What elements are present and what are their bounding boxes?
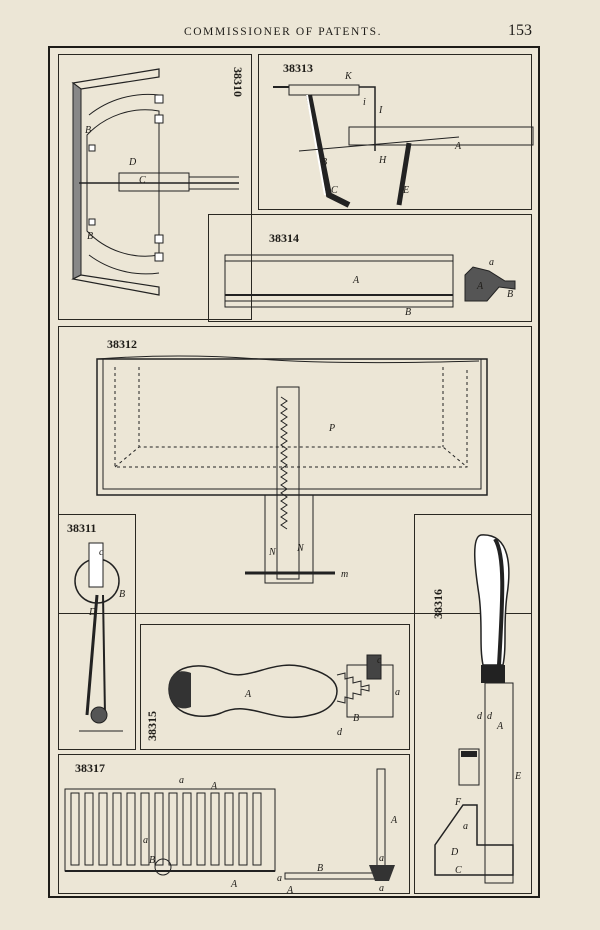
figure-38312-label-1: P [328,423,335,434]
figure-38316-label-7: D [450,847,459,858]
figure-38317-drawing: a A a B A A a a B a A [64,768,398,896]
figure-38317-label-4: B [149,855,155,866]
figure-38311-panel: 38311 c B D [58,514,136,750]
figure-38314-label-3: a [489,257,494,268]
figure-38315-label-1: A [244,689,252,700]
figure-38317-label-9: B [317,863,323,874]
figure-38311-drawing: c B D [74,542,125,732]
figure-38313-label-3: I [378,105,383,116]
figure-38317-label-3: a [143,835,148,846]
figure-38313-label-2: i [363,97,366,108]
figure-38317-label-6: A [390,815,398,826]
figure-38317-label-1: a [179,775,184,786]
figure-38313-label-4: A [454,141,462,152]
figure-38311-number: 38311 [67,521,97,535]
figure-38314-label-4: A [476,281,484,292]
figure-38312-panel: 38312 P N N m [58,326,532,614]
figure-38316-label-6: a [463,821,468,832]
figure-38312-label-4: m [341,569,348,580]
figure-38310-label-1: B [85,125,91,136]
figure-38311-label-1: c [99,547,104,558]
figure-38310-label-2: D [128,157,137,168]
figure-38315-label-2: c [377,655,382,666]
figure-38317-label-2: A [210,781,218,792]
figure-38313-number: 38313 [283,61,313,75]
figure-38315-label-4: d [337,727,343,738]
figure-38313-panel: 38313 K i I A B H C E [258,54,534,210]
figure-38316-label-3: A [496,721,504,732]
figure-38313-label-5: B [321,157,327,168]
figure-38310-drawing: B D C B [71,68,239,296]
figure-38313-label-1: K [344,71,353,82]
figure-38317-label-11: A [286,885,294,896]
page-number: 153 [508,22,532,39]
figure-38316-label-4: E [514,771,521,782]
figure-38315-drawing: A c a d B [168,654,400,738]
figure-38312-number: 38312 [107,337,137,351]
figure-38317-label-7: a [379,853,384,864]
figure-38316-drawing: d d A E F a D C [434,534,521,884]
figure-38313-label-8: E [402,185,409,196]
figure-38317-label-8: a [277,873,282,884]
figure-38310-label-4: B [87,231,93,242]
figure-38314-label-1: A [352,275,360,286]
figure-38317-label-10: a [379,883,384,894]
figure-38316-label-2: d [487,711,493,722]
figure-38317-label-5: A [230,879,238,890]
figure-38316-label-8: C [455,865,462,876]
running-head: COMMISSIONER OF PATENTS. [184,26,383,38]
page-header: COMMISSIONER OF PATENTS. 153 [0,22,600,46]
figure-38314-label-5: B [507,289,513,300]
figure-38312-label-3: N [296,543,305,554]
figure-38317-number: 38317 [75,761,105,775]
figure-38312-label-2: N [268,547,277,558]
figure-38314-number: 38314 [269,231,299,245]
figure-38313-label-6: H [378,155,387,166]
figure-38314-drawing: A B a A B [224,254,516,318]
patent-plate: 38310 B D C B 38313 [48,46,540,898]
figure-38315-panel: 38315 A c a d B [140,624,410,750]
figure-38316-panel: 38316 d d A E F a D C [414,514,532,894]
figure-38313-label-7: C [331,185,338,196]
figure-38317-panel: 38317 a A a B A A a a [58,754,410,896]
figure-38310-panel: 38310 B D C B [58,54,252,320]
figure-38314-panel: 38314 A B a A B [208,214,532,322]
figure-38313-drawing: K i I A B H C E [273,71,534,208]
figure-38316-label-1: d [477,711,483,722]
figure-38312-drawing: P N N m [96,355,488,584]
figure-38316-label-5: F [454,797,462,808]
figure-38311-label-2: B [119,589,125,600]
figure-38315-label-5: B [353,713,359,724]
figure-38315-label-3: a [395,687,400,698]
figure-38311-label-3: D [88,607,97,618]
figure-38310-label-3: C [139,175,146,186]
figure-38314-label-2: B [405,307,411,318]
